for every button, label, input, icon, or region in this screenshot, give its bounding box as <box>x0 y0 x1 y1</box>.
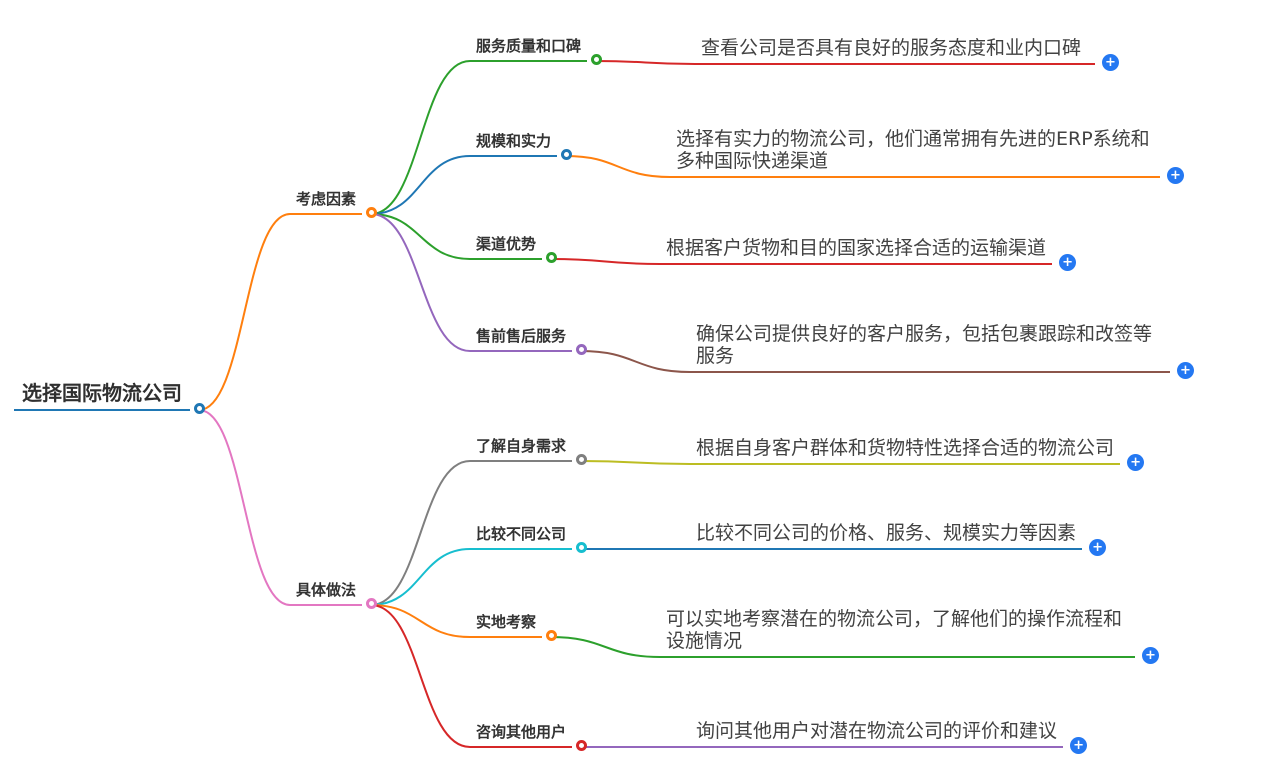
expand-button[interactable]: + <box>1089 538 1107 556</box>
detail-pre-after-sales-service[interactable]: 确保公司提供良好的客户服务，包括包裹跟踪和改签等服务 + <box>690 321 1194 379</box>
expand-button[interactable]: + <box>1142 646 1159 664</box>
topic-label: 实地考察 <box>476 613 537 631</box>
topic-label: 比较不同公司 <box>476 525 567 543</box>
branch-node-methods[interactable]: 具体做法 <box>290 579 378 609</box>
mindmap-link <box>370 155 471 215</box>
topic-compare-companies[interactable]: 比较不同公司 <box>470 523 588 553</box>
node-dot-icon[interactable] <box>561 148 573 160</box>
mindmap-link <box>595 60 696 65</box>
node-dot-icon[interactable] <box>576 453 588 465</box>
node-dot-icon[interactable] <box>194 402 205 414</box>
topic-pre-after-sales-service[interactable]: 售前售后服务 <box>470 325 588 355</box>
topic-know-own-needs[interactable]: 了解自身需求 <box>470 435 588 465</box>
expand-button[interactable]: + <box>1070 736 1088 754</box>
topic-label: 了解自身需求 <box>476 437 567 455</box>
root-node[interactable]: 选择国际物流公司 <box>14 379 205 414</box>
node-dot-icon[interactable] <box>366 597 378 609</box>
topic-label: 渠道优势 <box>476 235 537 253</box>
expand-button[interactable]: + <box>1059 253 1077 271</box>
node-dot-icon[interactable] <box>591 53 603 65</box>
detail-compare-companies[interactable]: 比较不同公司的价格、服务、规模实力等因素 + <box>690 520 1107 556</box>
detail-text: 根据客户货物和目的国家选择合适的运输渠道 <box>666 237 1047 259</box>
mindmap-link <box>370 213 471 260</box>
detail-text: 比较不同公司的价格、服务、规模实力等因素 <box>696 522 1077 544</box>
mindmap-link <box>198 213 291 411</box>
node-dot-icon[interactable] <box>546 629 558 641</box>
mindmap-link <box>580 460 691 465</box>
root-label: 选择国际物流公司 <box>22 381 182 405</box>
topic-label: 规模和实力 <box>476 132 552 150</box>
mindmap-link <box>370 460 471 606</box>
branch-node-factors[interactable]: 考虑因素 <box>290 188 378 218</box>
mindmap-link <box>370 60 471 215</box>
topic-label: 咨询其他用户 <box>476 723 567 741</box>
detail-scale-strength[interactable]: 选择有实力的物流公司，他们通常拥有先进的ERP系统和多种国际快递渠道 + <box>670 126 1184 184</box>
mindmap-link <box>565 155 671 178</box>
topic-label: 服务质量和口碑 <box>476 37 582 55</box>
branch-label: 考虑因素 <box>296 190 357 208</box>
detail-text: 可以实地考察潜在的物流公司，了解他们的操作流程和设施情况 <box>666 608 1123 652</box>
detail-know-own-needs[interactable]: 根据自身客户群体和货物特性选择合适的物流公司 + <box>690 435 1145 471</box>
detail-text: 确保公司提供良好的客户服务，包括包裹跟踪和改签等服务 <box>696 323 1153 367</box>
mindmap-link <box>550 258 661 265</box>
mindmap-link <box>198 409 291 606</box>
mindmap-link <box>370 213 471 352</box>
topic-consult-users[interactable]: 咨询其他用户 <box>470 721 588 751</box>
topic-label: 售前售后服务 <box>476 327 567 345</box>
mindmap-link <box>580 350 691 373</box>
expand-button[interactable]: + <box>1177 361 1194 379</box>
detail-field-visit[interactable]: 可以实地考察潜在的物流公司，了解他们的操作流程和设施情况 + <box>660 606 1159 664</box>
mindmap-link <box>370 548 471 606</box>
mindmap-link <box>370 604 471 638</box>
topic-channel-advantage[interactable]: 渠道优势 <box>470 233 558 263</box>
node-dot-icon[interactable] <box>366 206 378 218</box>
node-dot-icon[interactable] <box>576 343 588 355</box>
topic-service-quality[interactable]: 服务质量和口碑 <box>470 35 603 65</box>
detail-consult-users[interactable]: 询问其他用户对潜在物流公司的评价和建议 + <box>690 718 1088 754</box>
node-dot-icon[interactable] <box>546 251 558 263</box>
node-dot-icon[interactable] <box>576 541 588 553</box>
mindmap-link <box>550 636 661 658</box>
detail-text: 根据自身客户群体和货物特性选择合适的物流公司 <box>696 437 1115 459</box>
topic-field-visit[interactable]: 实地考察 <box>470 611 558 641</box>
mindmap-link <box>370 604 471 748</box>
branch-label: 具体做法 <box>296 581 357 599</box>
node-dot-icon[interactable] <box>576 739 588 751</box>
expand-button[interactable]: + <box>1167 166 1184 184</box>
expand-button[interactable]: + <box>1102 53 1119 71</box>
topic-scale-strength[interactable]: 规模和实力 <box>470 130 573 160</box>
expand-button[interactable]: + <box>1127 453 1145 471</box>
detail-service-quality[interactable]: 查看公司是否具有良好的服务态度和业内口碑 + <box>695 35 1119 71</box>
detail-text: 选择有实力的物流公司，他们通常拥有先进的ERP系统和多种国际快递渠道 <box>676 128 1150 172</box>
detail-text: 查看公司是否具有良好的服务态度和业内口碑 <box>701 37 1082 59</box>
detail-channel-advantage[interactable]: 根据客户货物和目的国家选择合适的运输渠道 + <box>660 235 1077 271</box>
detail-text: 询问其他用户对潜在物流公司的评价和建议 <box>696 720 1058 742</box>
